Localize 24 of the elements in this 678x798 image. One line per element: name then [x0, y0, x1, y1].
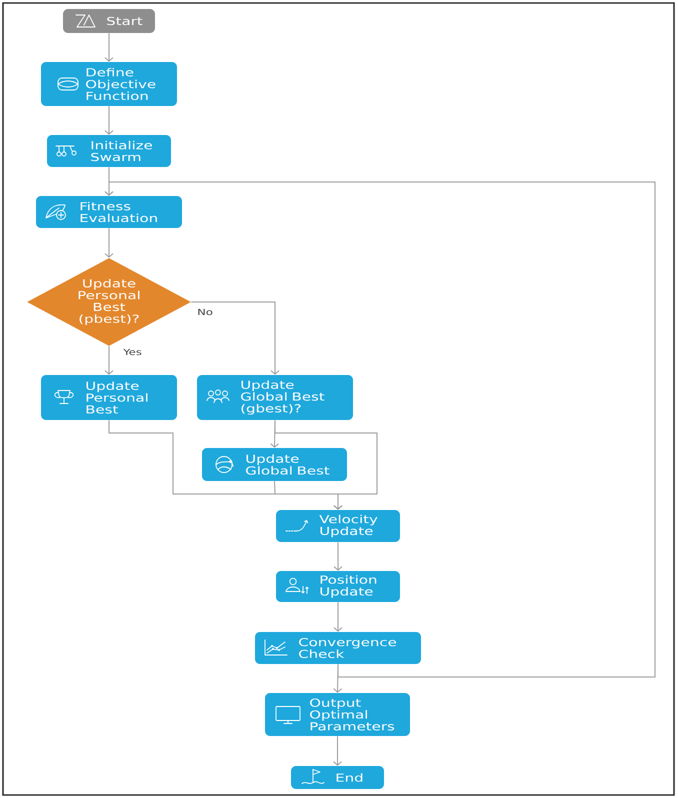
process-box: Output Optimal Parameters [265, 693, 410, 736]
process-box: Update Personal Best [41, 375, 177, 420]
arrow [334, 542, 342, 571]
process-box: Convergence Check [255, 632, 421, 664]
arrow [333, 736, 342, 766]
arrow [190, 302, 280, 375]
arrow [104, 32, 114, 62]
arrow [334, 602, 342, 632]
edge-label: Yes [122, 348, 143, 356]
arrow [104, 228, 114, 258]
arrow [104, 182, 656, 678]
process-box: Position Update [276, 571, 400, 602]
process-box: Define Objective Function [41, 62, 177, 106]
arrow [274, 480, 342, 510]
process-box: Initialize Swarm [47, 135, 171, 167]
terminal-box: Start [63, 9, 155, 33]
arrow [104, 106, 114, 135]
edge-label: No [196, 308, 214, 316]
process-box: Update Global Best (gbest)? [197, 375, 353, 420]
terminal-box: End [291, 766, 384, 789]
process-box: Update Global Best [202, 448, 347, 481]
arrow [104, 346, 114, 375]
process-box: Fitness Evaluation [36, 196, 182, 228]
process-box: Velocity Update [276, 510, 400, 542]
